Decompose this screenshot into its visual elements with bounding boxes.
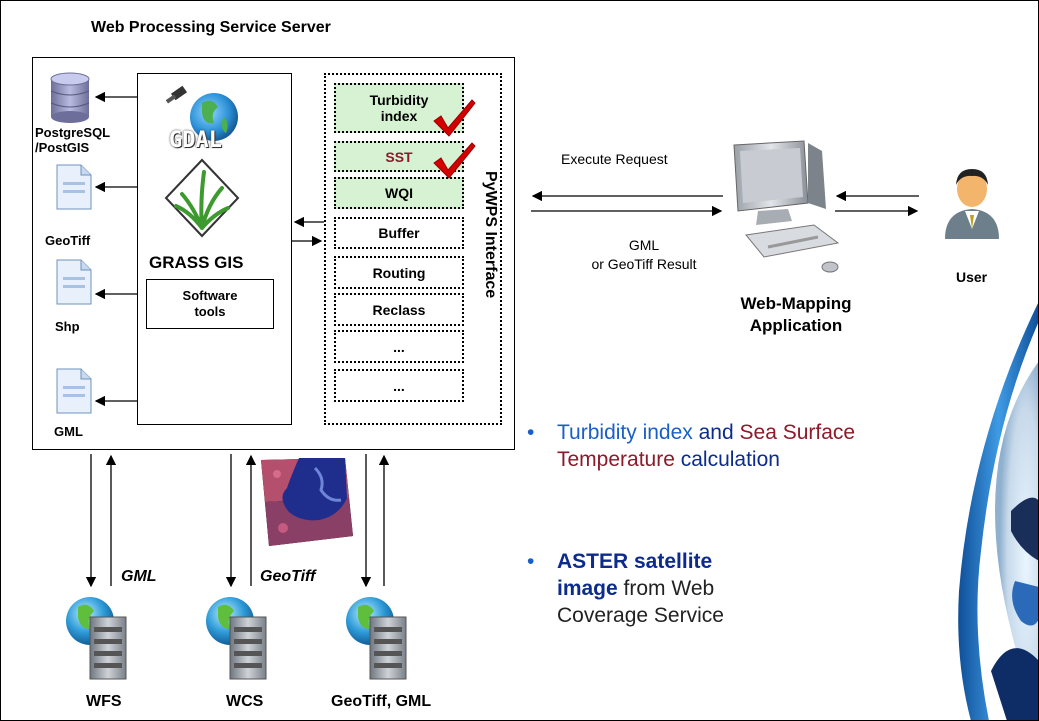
server-title: Web Processing Service Server [91,19,331,36]
gml-arrow-label: GML [121,568,157,585]
gml-storage-label: GML [54,424,83,439]
checkmark-icon [433,99,476,137]
server-globe-icon [66,597,127,680]
bullet-sst-term: Sea Surface Temperature [557,421,856,471]
document-icon [56,164,92,210]
wfs-label: WFS [86,693,122,710]
process-buffer-label: Buffer [378,225,420,241]
software-tools-box: Software tools [146,279,274,329]
grass-logo [164,158,240,238]
decorative-globe-graphic [958,303,1038,720]
bullet-turbidity-and: and [692,421,740,444]
geotiff-arrow-label: GeoTiff [260,568,316,585]
process-more-1: ... [334,330,464,363]
bullet-dot: • [527,550,535,573]
user-label: User [956,269,988,285]
result-label-line2: or GeoTiff Result [591,256,697,272]
bullet-aster-term: ASTER satellite image [557,550,713,600]
process-wqi: WQI [334,177,464,209]
bullet-calculation: calculation [674,448,780,471]
server-globe-icon [206,597,267,680]
postgres-label: PostgreSQL /PostGIS [35,125,111,155]
document-icon [56,259,92,305]
checkmark-icon [433,142,476,179]
process-more-1-label: ... [393,338,405,355]
satellite-image [261,458,353,546]
shp-label: Shp [55,319,80,334]
computer-icon [733,140,840,273]
process-turbidity-label: Turbidity index [369,92,429,124]
process-sst-label: SST [385,148,413,165]
bullet-aster-rest: from Web Coverage Service [557,577,724,627]
execute-request-label: Execute Request [561,151,668,167]
bullet-turbidity-term: Turbidity index [557,421,693,444]
process-reclass: Reclass [334,293,464,326]
software-tools-label: Software tools [182,288,238,319]
database-icon [50,72,90,123]
gdal-logo [166,85,238,141]
user-icon [945,169,999,239]
wcs-label: WCS [226,693,264,710]
process-more-2-label: ... [393,377,405,394]
pywps-container [324,73,502,425]
process-routing: Routing [334,256,464,289]
web-mapping-line2: Application [749,316,843,335]
gdal-logo-text: GDAL [169,128,222,153]
server-globe-icon [346,597,407,680]
document-icon [56,368,92,414]
bullet-turbidity: • Turbidity index and Sea Surface Temper… [527,419,957,473]
process-more-2: ... [334,369,464,402]
process-reclass-label: Reclass [372,301,426,318]
bullet-dot: • [527,421,535,444]
process-turbidity: Turbidity index [334,83,464,133]
web-mapping-line1: Web-Mapping [740,294,852,313]
result-label-line1: GML [628,237,660,253]
process-wqi-label: WQI [385,185,413,201]
pywps-interface-label: PyWPS Interface [482,171,499,299]
geotiff-label: GeoTiff [45,233,91,248]
grass-title: GRASS GIS [149,253,244,272]
process-buffer: Buffer [334,217,464,249]
process-routing-label: Routing [372,264,426,281]
bullet-aster: • ASTER satellite image from Web Coverag… [527,548,957,629]
geotiff-gml-label: GeoTiff, GML [331,693,432,710]
